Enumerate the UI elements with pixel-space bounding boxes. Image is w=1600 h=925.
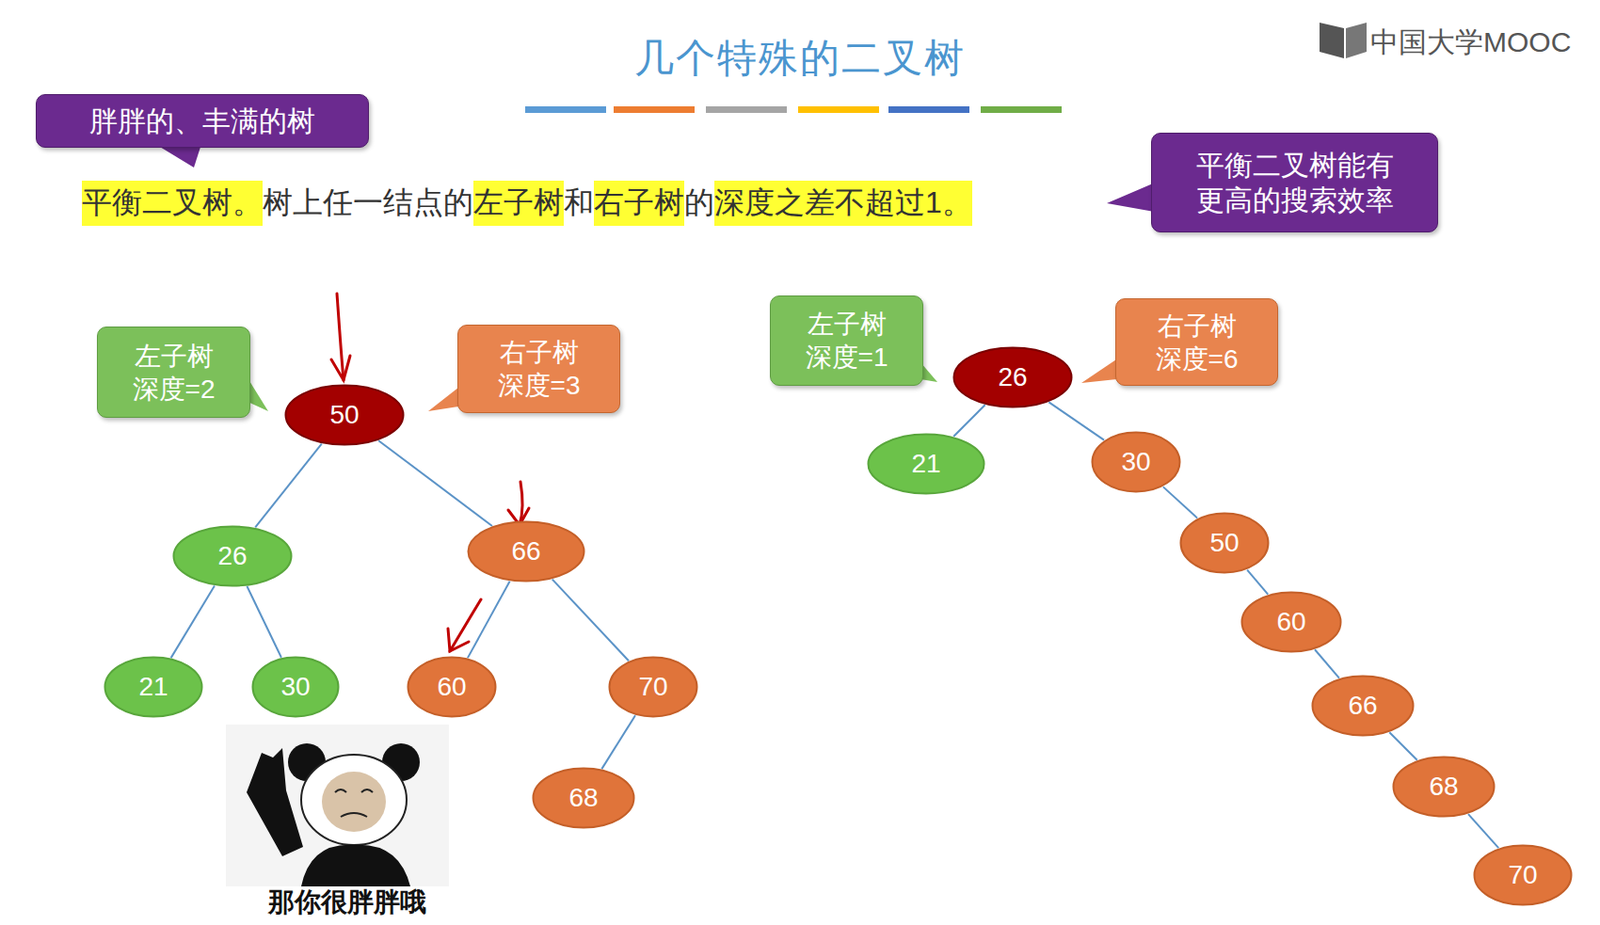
ellipse-outline <box>286 385 404 446</box>
ellipse-outline <box>1092 432 1181 493</box>
node-value: 26 <box>217 541 247 572</box>
tree-edge <box>255 444 322 528</box>
node-value: 70 <box>638 672 668 703</box>
tree-edge <box>246 586 281 658</box>
highlighted-text: 右子树 <box>593 180 685 226</box>
tree-node: 50 <box>284 384 405 447</box>
node-value: 66 <box>511 536 541 567</box>
ellipse-outline <box>954 348 1072 408</box>
definition-text: 的 <box>684 180 715 226</box>
callout-text: 平衡二叉树能有 更高的搜索效率 <box>1163 147 1426 219</box>
highlighted-text: 深度之差不超过1。 <box>714 180 973 226</box>
callout-text: 左子树 深度=2 <box>109 339 239 406</box>
ellipse-outline <box>105 657 203 718</box>
node-value: 21 <box>911 448 941 480</box>
node-value: 68 <box>568 783 598 814</box>
ellipse-outline <box>1312 676 1414 736</box>
definition-text: 和 <box>563 180 594 226</box>
node-value: 60 <box>1276 607 1306 638</box>
logo-text: 中国大学MOOC <box>1370 23 1571 63</box>
ellipse-outline <box>1474 846 1572 906</box>
tree-node: 70 <box>608 656 699 719</box>
tree-edge <box>378 440 493 527</box>
slide-title: 几个特殊的二叉树 <box>0 32 1600 85</box>
tree-node: 70 <box>1472 844 1573 907</box>
node-value: 68 <box>1428 771 1458 802</box>
highlighted-text: 左子树 <box>473 180 564 226</box>
definition-text: 树上任一结点的 <box>262 180 474 226</box>
callout-text: 左子树 深度=1 <box>782 307 912 374</box>
meme-caption: 那你很胖胖哦 <box>268 884 427 921</box>
callout-box: 胖胖的、丰满的树 <box>35 94 369 148</box>
node-value: 70 <box>1507 860 1537 891</box>
tree-node: 26 <box>172 525 293 588</box>
node-value: 21 <box>138 672 168 703</box>
callout-box: 平衡二叉树能有 更高的搜索效率 <box>1151 132 1439 233</box>
logo-icon <box>1319 22 1367 59</box>
tree-edge <box>171 586 215 659</box>
tree-edge <box>1048 401 1104 440</box>
callout-box: 左子树 深度=1 <box>769 295 924 386</box>
node-value: 30 <box>1120 447 1151 478</box>
callout-tails <box>150 141 1160 412</box>
node-value: 66 <box>1347 690 1377 721</box>
callout-text: 右子树 深度=6 <box>1127 309 1266 376</box>
definition-line: 平衡二叉树。树上任一结点的左子树和右子树的深度之差不超过1。 <box>81 180 973 226</box>
ellipse-outline <box>609 657 698 718</box>
node-value: 26 <box>997 362 1027 393</box>
tree-edge <box>1314 649 1340 678</box>
tree-node: 68 <box>1392 755 1496 818</box>
node-value: 50 <box>1209 528 1239 559</box>
ellipse-outline <box>1242 592 1342 653</box>
ellipse-outline <box>1181 513 1269 574</box>
tree-node: 68 <box>531 767 636 830</box>
tree-node: 60 <box>1240 591 1343 654</box>
tree-node: 50 <box>1179 512 1270 575</box>
ellipse-outline <box>468 522 585 582</box>
ellipse-outline <box>868 434 985 495</box>
tree-edge <box>1247 570 1268 595</box>
ellipse-outline <box>253 657 339 718</box>
node-value: 60 <box>436 672 466 703</box>
tree-edge <box>467 581 511 658</box>
tree-edge <box>1163 486 1198 518</box>
callout-box: 右子树 深度=3 <box>457 324 621 414</box>
node-value: 50 <box>329 400 359 431</box>
panda-meme <box>225 724 449 887</box>
tree-node: 26 <box>952 346 1073 409</box>
callout-text: 胖胖的、丰满的树 <box>89 103 316 140</box>
tree-edge <box>953 404 985 436</box>
tree-node: 66 <box>1311 674 1415 737</box>
highlighted-text: 平衡二叉树。 <box>81 180 263 226</box>
callout-box: 左子树 深度=2 <box>96 326 251 418</box>
tree-edge <box>1389 732 1417 760</box>
ellipse-outline <box>1393 757 1495 817</box>
tree-node: 66 <box>466 520 586 583</box>
color-bar <box>525 106 1062 113</box>
tree-edge <box>601 715 636 769</box>
ellipse-outline <box>533 768 635 829</box>
tree-node: 30 <box>1090 431 1182 494</box>
callout-box: 右子树 深度=6 <box>1115 298 1279 386</box>
tree-node: 21 <box>103 656 204 719</box>
ellipse-outline <box>408 657 496 718</box>
tree-node: 21 <box>866 432 986 496</box>
ellipse-outline <box>174 527 292 587</box>
tree-edge <box>1468 814 1499 848</box>
tree-node: 30 <box>251 656 340 719</box>
callout-text: 右子树 深度=3 <box>469 336 608 402</box>
tree-node: 60 <box>406 656 497 719</box>
tree-edge <box>552 579 629 662</box>
node-value: 30 <box>280 672 310 703</box>
